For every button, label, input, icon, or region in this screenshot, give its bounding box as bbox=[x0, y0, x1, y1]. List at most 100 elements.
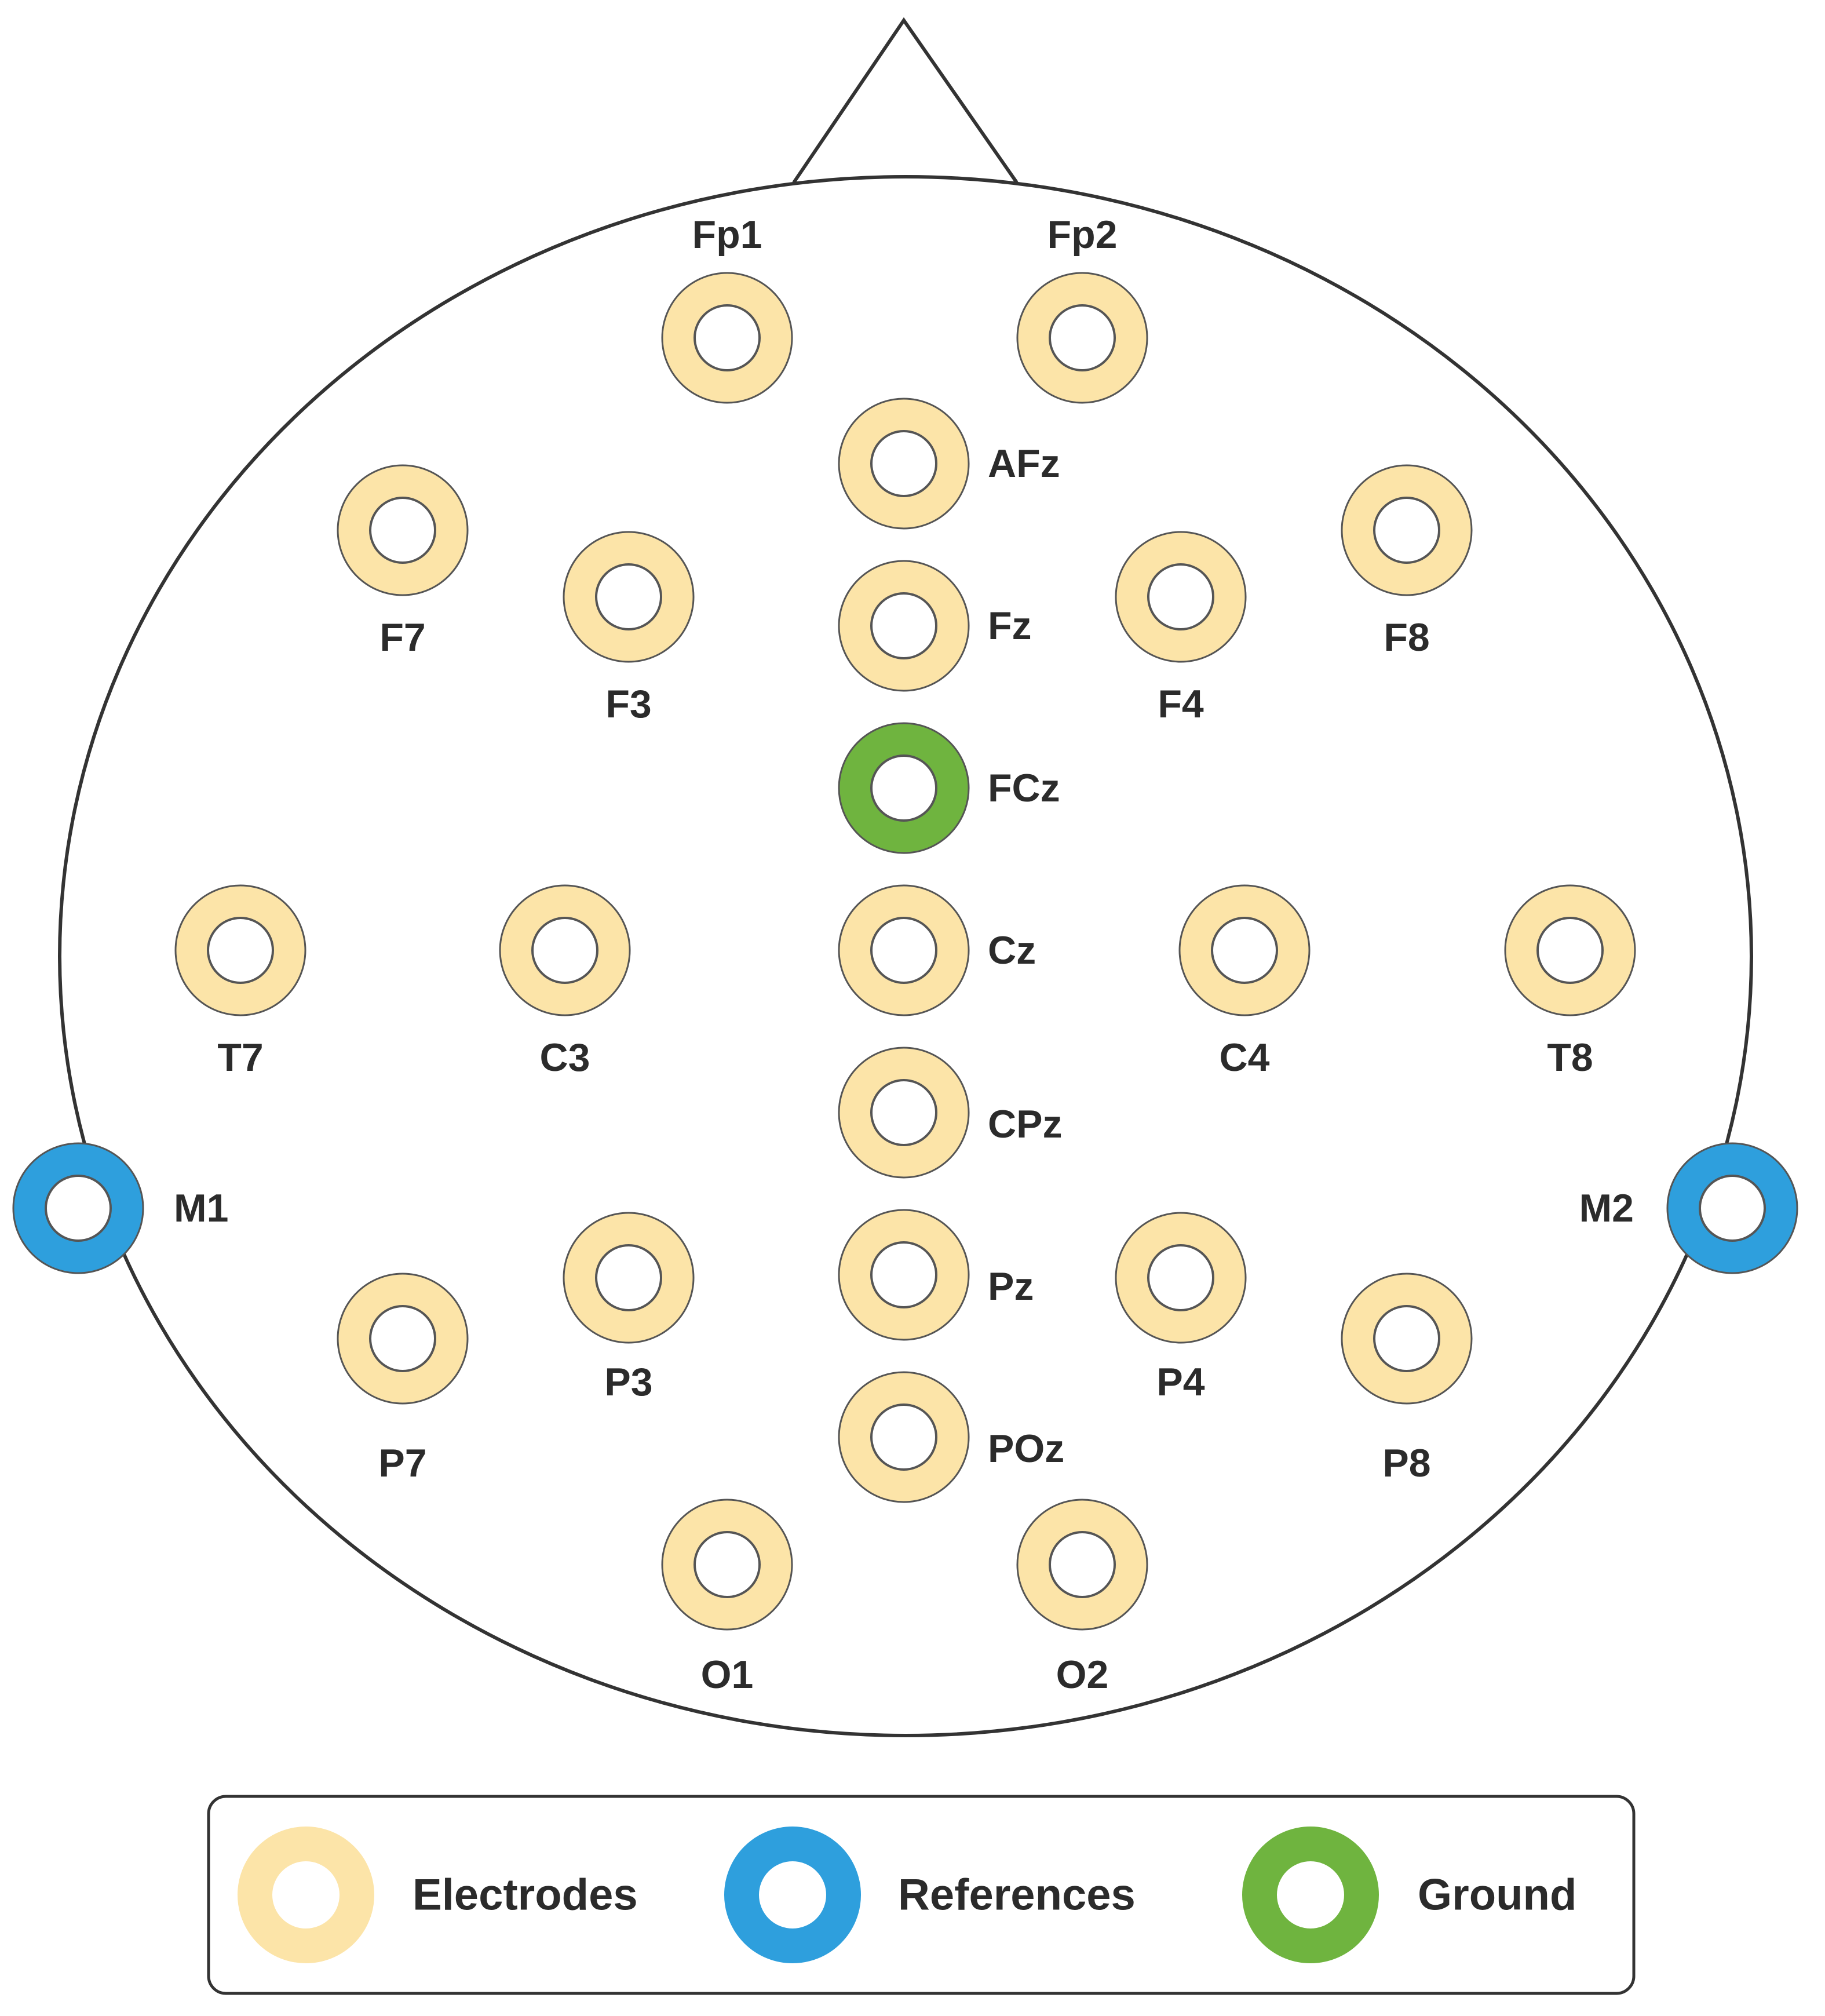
legend-ground-label: Ground bbox=[1418, 1871, 1576, 1920]
marker-outline bbox=[838, 560, 970, 692]
marker-hole-outline bbox=[870, 917, 937, 984]
electrode-p7: P7 bbox=[337, 1273, 469, 1485]
marker-outline bbox=[838, 722, 970, 854]
electrode-label: C4 bbox=[1220, 1036, 1270, 1080]
electrode-label: F3 bbox=[605, 682, 651, 726]
head-outline bbox=[58, 175, 1753, 1737]
legend-item-electrodes: Electrodes bbox=[238, 1827, 638, 1963]
electrode-o1: O1 bbox=[661, 1499, 793, 1697]
electrode-f7: F7 bbox=[337, 464, 469, 659]
legend-electrode-marker bbox=[238, 1827, 374, 1963]
marker-outline bbox=[12, 1142, 144, 1274]
electrode-label: C3 bbox=[540, 1036, 590, 1080]
marker-hole-outline bbox=[369, 1305, 436, 1372]
electrode-label: CPz bbox=[988, 1102, 1062, 1146]
electrode-o2: O2 bbox=[1016, 1499, 1148, 1697]
marker-outline bbox=[661, 272, 793, 404]
marker-outline bbox=[499, 884, 631, 1016]
marker-hole-outline bbox=[870, 592, 937, 659]
electrode-label: P8 bbox=[1382, 1441, 1430, 1485]
electrode-label: F4 bbox=[1158, 682, 1204, 726]
electrode-label: AFz bbox=[988, 442, 1060, 486]
electrode-f4: F4 bbox=[1115, 531, 1247, 726]
electrode-p8: P8 bbox=[1341, 1273, 1473, 1485]
electrode-marker bbox=[839, 1210, 969, 1340]
legend-reference-marker bbox=[724, 1827, 861, 1963]
electrode-marker bbox=[662, 1500, 792, 1629]
electrode-marker bbox=[1342, 1274, 1472, 1403]
marker-hole-outline bbox=[595, 1244, 662, 1311]
electrode-marker bbox=[176, 885, 305, 1015]
marker-hole-outline bbox=[870, 430, 937, 497]
marker-hole-outline bbox=[870, 754, 937, 822]
electrode-label: Pz bbox=[988, 1264, 1034, 1308]
electrode-label: Fp1 bbox=[692, 213, 762, 257]
marker-outline bbox=[1341, 464, 1473, 596]
marker-outline bbox=[1341, 1273, 1473, 1405]
electrode-marker bbox=[1116, 532, 1246, 662]
electrode-marker bbox=[564, 532, 694, 662]
reference-marker bbox=[13, 1143, 143, 1273]
electrode-marker bbox=[1116, 1213, 1246, 1343]
marker-hole-outline bbox=[1049, 304, 1116, 371]
electrode-label: FCz bbox=[988, 766, 1060, 810]
electrode-f8: F8 bbox=[1341, 464, 1473, 659]
legend-ground-marker bbox=[1242, 1827, 1379, 1963]
marker-outline bbox=[563, 1212, 695, 1344]
electrode-fz: Fz bbox=[838, 560, 1032, 692]
marker-hole-outline bbox=[1147, 1244, 1214, 1311]
electrode-label: P4 bbox=[1156, 1360, 1204, 1404]
electrode-label: Cz bbox=[988, 928, 1036, 972]
electrode-marker bbox=[839, 885, 969, 1015]
legend-item-ground: Ground bbox=[1242, 1827, 1576, 1963]
electrode-marker bbox=[839, 399, 969, 528]
ground-marker bbox=[839, 723, 969, 853]
electrode-c3: C3 bbox=[499, 884, 631, 1080]
electrode-fp1: Fp1 bbox=[661, 213, 793, 404]
electrode-marker bbox=[1017, 273, 1147, 403]
electrode-label: M2 bbox=[1579, 1186, 1634, 1230]
electrode-fcz: FCz bbox=[838, 722, 1060, 854]
electrode-cz: Cz bbox=[838, 884, 1036, 1016]
electrode-marker bbox=[662, 273, 792, 403]
electrode-marker bbox=[839, 1372, 969, 1502]
marker-hole-outline bbox=[870, 1241, 937, 1308]
legend-references-label: References bbox=[898, 1871, 1136, 1920]
electrode-c4: C4 bbox=[1178, 884, 1311, 1080]
marker-outline bbox=[661, 1499, 793, 1631]
marker-outline bbox=[1504, 884, 1636, 1016]
marker-hole-outline bbox=[369, 497, 436, 564]
electrode-marker bbox=[564, 1213, 694, 1343]
marker-hole-outline bbox=[1699, 1175, 1766, 1242]
marker-hole-outline bbox=[1211, 917, 1278, 984]
marker-outline bbox=[1115, 531, 1247, 663]
marker-outline bbox=[838, 1371, 970, 1503]
marker-outline bbox=[838, 1209, 970, 1341]
legend-item-references: References bbox=[724, 1827, 1136, 1963]
marker-hole-outline bbox=[595, 563, 662, 630]
electrode-label: T8 bbox=[1547, 1036, 1593, 1080]
electrode-label: F7 bbox=[379, 615, 425, 659]
marker-outline bbox=[1666, 1142, 1798, 1274]
electrode-m1: M1 bbox=[12, 1142, 228, 1274]
marker-hole-outline bbox=[1373, 497, 1440, 564]
electrode-cpz: CPz bbox=[838, 1047, 1062, 1179]
electrode-marker bbox=[1180, 885, 1309, 1015]
nose-outline bbox=[792, 17, 1019, 184]
electrode-label: P7 bbox=[378, 1441, 426, 1485]
legend-electrodes-label: Electrodes bbox=[413, 1871, 638, 1920]
marker-hole-outline bbox=[694, 1531, 761, 1598]
electrode-label: Fz bbox=[988, 604, 1032, 648]
marker-outline bbox=[838, 398, 970, 530]
marker-hole-outline bbox=[870, 1403, 937, 1471]
electrode-label: M1 bbox=[174, 1186, 228, 1230]
electrode-label: Fp2 bbox=[1047, 213, 1118, 257]
marker-outline bbox=[1016, 272, 1148, 404]
marker-hole-outline bbox=[531, 917, 598, 984]
electrode-label: POz bbox=[988, 1427, 1064, 1471]
marker-outline bbox=[838, 884, 970, 1016]
marker-outline bbox=[1178, 884, 1311, 1016]
marker-hole-outline bbox=[870, 1079, 937, 1146]
electrode-marker bbox=[338, 1274, 468, 1403]
